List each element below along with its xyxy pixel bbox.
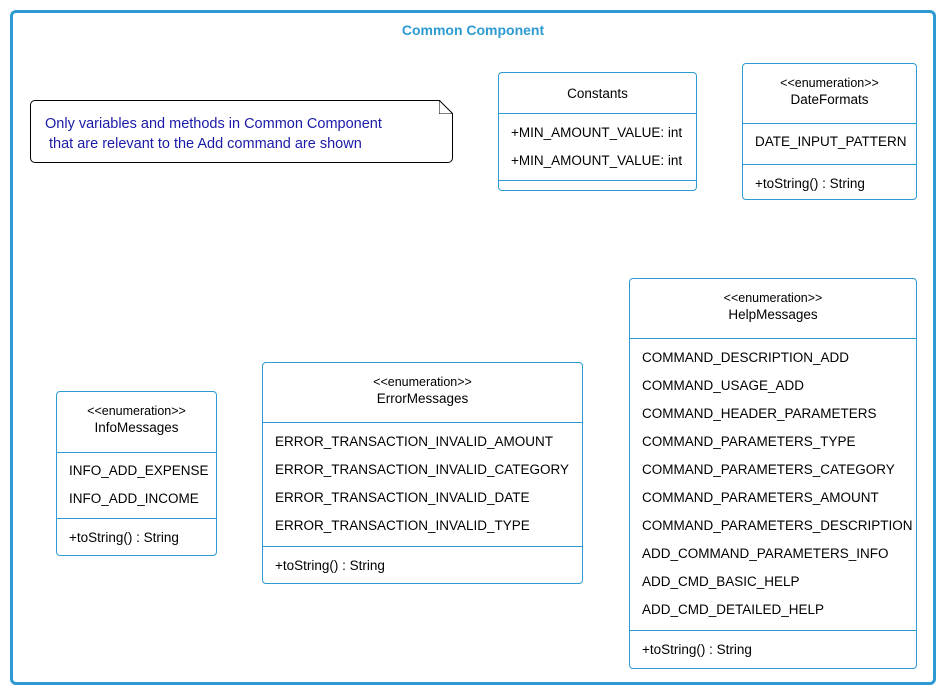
attribute: COMMAND_PARAMETERS_DESCRIPTION <box>642 518 913 533</box>
class-header: <<enumeration>> DateFormats <box>743 64 916 124</box>
attribute: +MIN_AMOUNT_VALUE: int <box>511 125 683 140</box>
methods-section: +toString() : String <box>57 519 216 552</box>
class-stereotype: <<enumeration>> <box>780 76 879 90</box>
attribute: ADD_CMD_DETAILED_HELP <box>642 602 825 617</box>
method: +toString() : String <box>275 558 385 573</box>
methods-section: +toString() : String <box>630 631 916 664</box>
class-header: <<enumeration>> InfoMessages <box>57 392 216 453</box>
note-text: Only variables and methods in Common Com… <box>45 116 382 152</box>
attribute: COMMAND_HEADER_PARAMETERS <box>642 406 877 421</box>
methods-section: +toString() : String <box>263 547 582 580</box>
note-fold-icon <box>439 100 453 114</box>
attribute: COMMAND_PARAMETERS_AMOUNT <box>642 490 879 505</box>
attribute: ERROR_TRANSACTION_INVALID_TYPE <box>275 518 530 533</box>
attribute: ERROR_TRANSACTION_INVALID_CATEGORY <box>275 462 570 477</box>
class-error-messages: <<enumeration>> ErrorMessages ERROR_TRAN… <box>262 362 583 584</box>
methods-section: +toString() : String <box>743 165 916 198</box>
attributes-section: ERROR_TRANSACTION_INVALID_AMOUNT ERROR_T… <box>263 423 582 547</box>
class-help-messages: <<enumeration>> HelpMessages COMMAND_DES… <box>629 278 917 669</box>
package-title: Common Component <box>401 22 545 38</box>
class-name: InfoMessages <box>94 420 179 435</box>
class-header: Constants <box>499 73 696 114</box>
class-header: <<enumeration>> HelpMessages <box>630 279 916 339</box>
class-stereotype: <<enumeration>> <box>373 375 472 389</box>
attributes-section: COMMAND_DESCRIPTION_ADD COMMAND_USAGE_AD… <box>630 339 916 631</box>
attribute: COMMAND_USAGE_ADD <box>642 378 805 393</box>
attribute: COMMAND_PARAMETERS_TYPE <box>642 434 856 449</box>
method: +toString() : String <box>69 530 179 545</box>
attribute: INFO_ADD_EXPENSE <box>69 463 209 478</box>
class-name: HelpMessages <box>728 307 818 322</box>
class-stereotype: <<enumeration>> <box>723 291 823 305</box>
attribute: COMMAND_DESCRIPTION_ADD <box>642 350 850 365</box>
attribute: DATE_INPUT_PATTERN <box>755 134 907 149</box>
class-name: ErrorMessages <box>376 391 469 406</box>
class-stereotype: <<enumeration>> <box>87 404 186 418</box>
attribute: COMMAND_PARAMETERS_CATEGORY <box>642 462 895 477</box>
attributes-section: DATE_INPUT_PATTERN <box>743 124 916 165</box>
attribute: +MIN_AMOUNT_VALUE: int <box>511 153 683 168</box>
attributes-section: +MIN_AMOUNT_VALUE: int +MIN_AMOUNT_VALUE… <box>499 114 696 181</box>
class-header: <<enumeration>> ErrorMessages <box>263 363 582 423</box>
class-info-messages: <<enumeration>> InfoMessages INFO_ADD_EX… <box>56 391 217 556</box>
class-date-formats: <<enumeration>> DateFormats DATE_INPUT_P… <box>742 63 917 200</box>
attribute: ADD_COMMAND_PARAMETERS_INFO <box>642 546 889 561</box>
method: +toString() : String <box>755 176 865 191</box>
attributes-section: INFO_ADD_EXPENSE INFO_ADD_INCOME <box>57 453 216 519</box>
class-name: Constants <box>567 86 628 101</box>
class-constants: Constants +MIN_AMOUNT_VALUE: int +MIN_AM… <box>498 72 697 191</box>
class-name: DateFormats <box>790 92 869 107</box>
attribute: ERROR_TRANSACTION_INVALID_DATE <box>275 490 530 505</box>
attribute: INFO_ADD_INCOME <box>69 491 199 506</box>
method: +toString() : String <box>642 642 752 657</box>
package-common-component: Common Component <box>10 10 936 685</box>
attribute: ERROR_TRANSACTION_INVALID_AMOUNT <box>275 434 554 449</box>
attribute: ADD_CMD_BASIC_HELP <box>642 574 800 589</box>
note: Only variables and methods in Common Com… <box>30 100 453 163</box>
